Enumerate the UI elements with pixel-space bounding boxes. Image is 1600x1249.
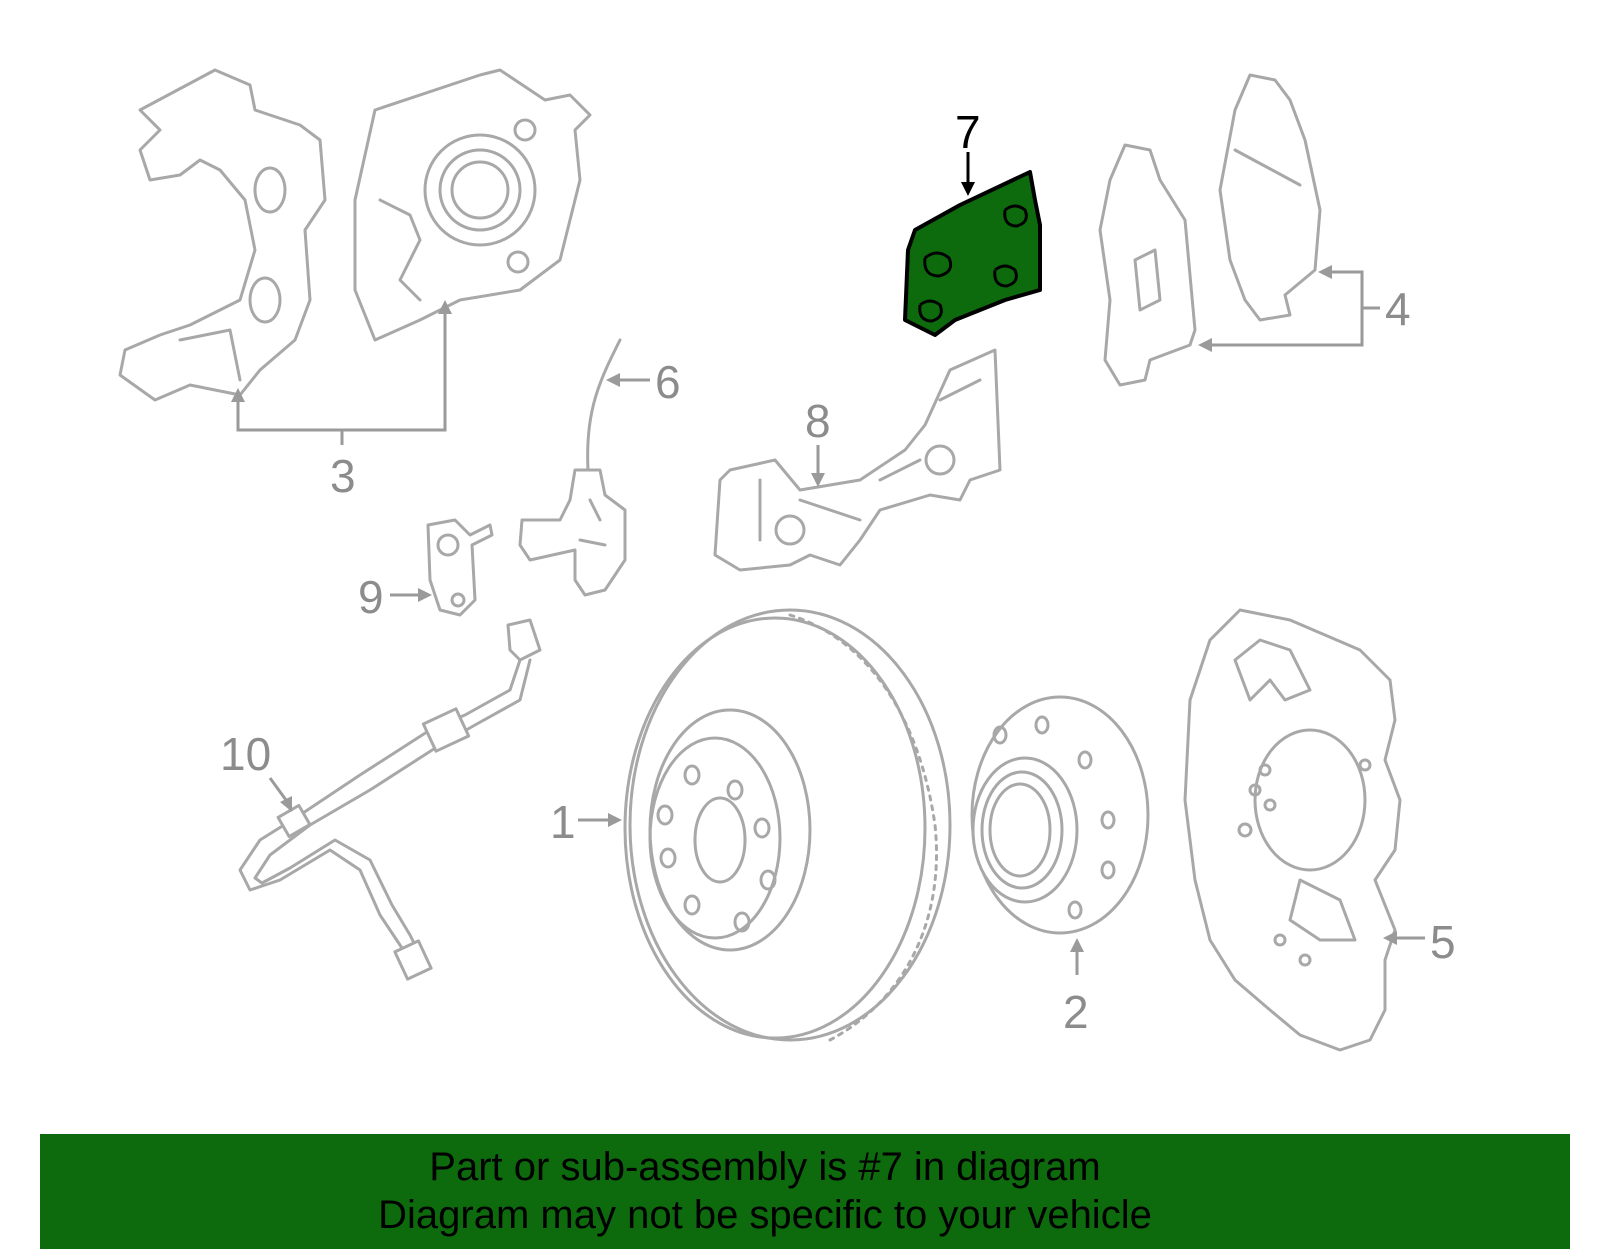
sensor-wire-part (238, 618, 542, 981)
callout-6-leader (606, 373, 650, 387)
callout-4-leader (1198, 265, 1380, 352)
info-banner: Part or sub-assembly is #7 in diagram Di… (40, 1134, 1570, 1249)
callout-10-leader (268, 777, 292, 812)
callout-5: 5 (1430, 916, 1456, 968)
wear-sensor-part (518, 338, 627, 597)
callout-7: 7 (955, 106, 981, 158)
banner-line-disclaimer: Diagram may not be specific to your vehi… (378, 1193, 1152, 1237)
brake-pads-part (1098, 73, 1322, 387)
callout-9: 9 (358, 571, 384, 623)
callout-5-leader (1383, 931, 1425, 945)
callout-7-leader (961, 152, 975, 196)
callout-1: 1 (550, 796, 576, 848)
callout-3: 3 (330, 450, 356, 502)
caliper-housing-part (353, 68, 592, 342)
callout-9-leader (390, 588, 432, 602)
callout-4: 4 (1385, 283, 1411, 335)
splash-shield-part (1183, 608, 1402, 1052)
pad-shim-part-highlighted (903, 170, 1042, 337)
bracket-part (713, 348, 1002, 572)
brake-rotor-part (623, 608, 952, 1042)
callout-2: 2 (1063, 986, 1089, 1038)
callout-3-leader (231, 300, 452, 445)
callout-1-leader (578, 813, 622, 827)
callout-8: 8 (805, 395, 831, 447)
caliper-bracket-part (118, 68, 327, 402)
callout-10: 10 (220, 728, 271, 780)
sensor-bracket-part (426, 518, 494, 617)
callout-2-leader (1070, 938, 1084, 975)
callout-8-leader (811, 445, 825, 487)
callout-6: 6 (655, 356, 681, 408)
wheel-hub-part (970, 695, 1150, 935)
banner-line-part-number: Part or sub-assembly is #7 in diagram (429, 1145, 1101, 1189)
